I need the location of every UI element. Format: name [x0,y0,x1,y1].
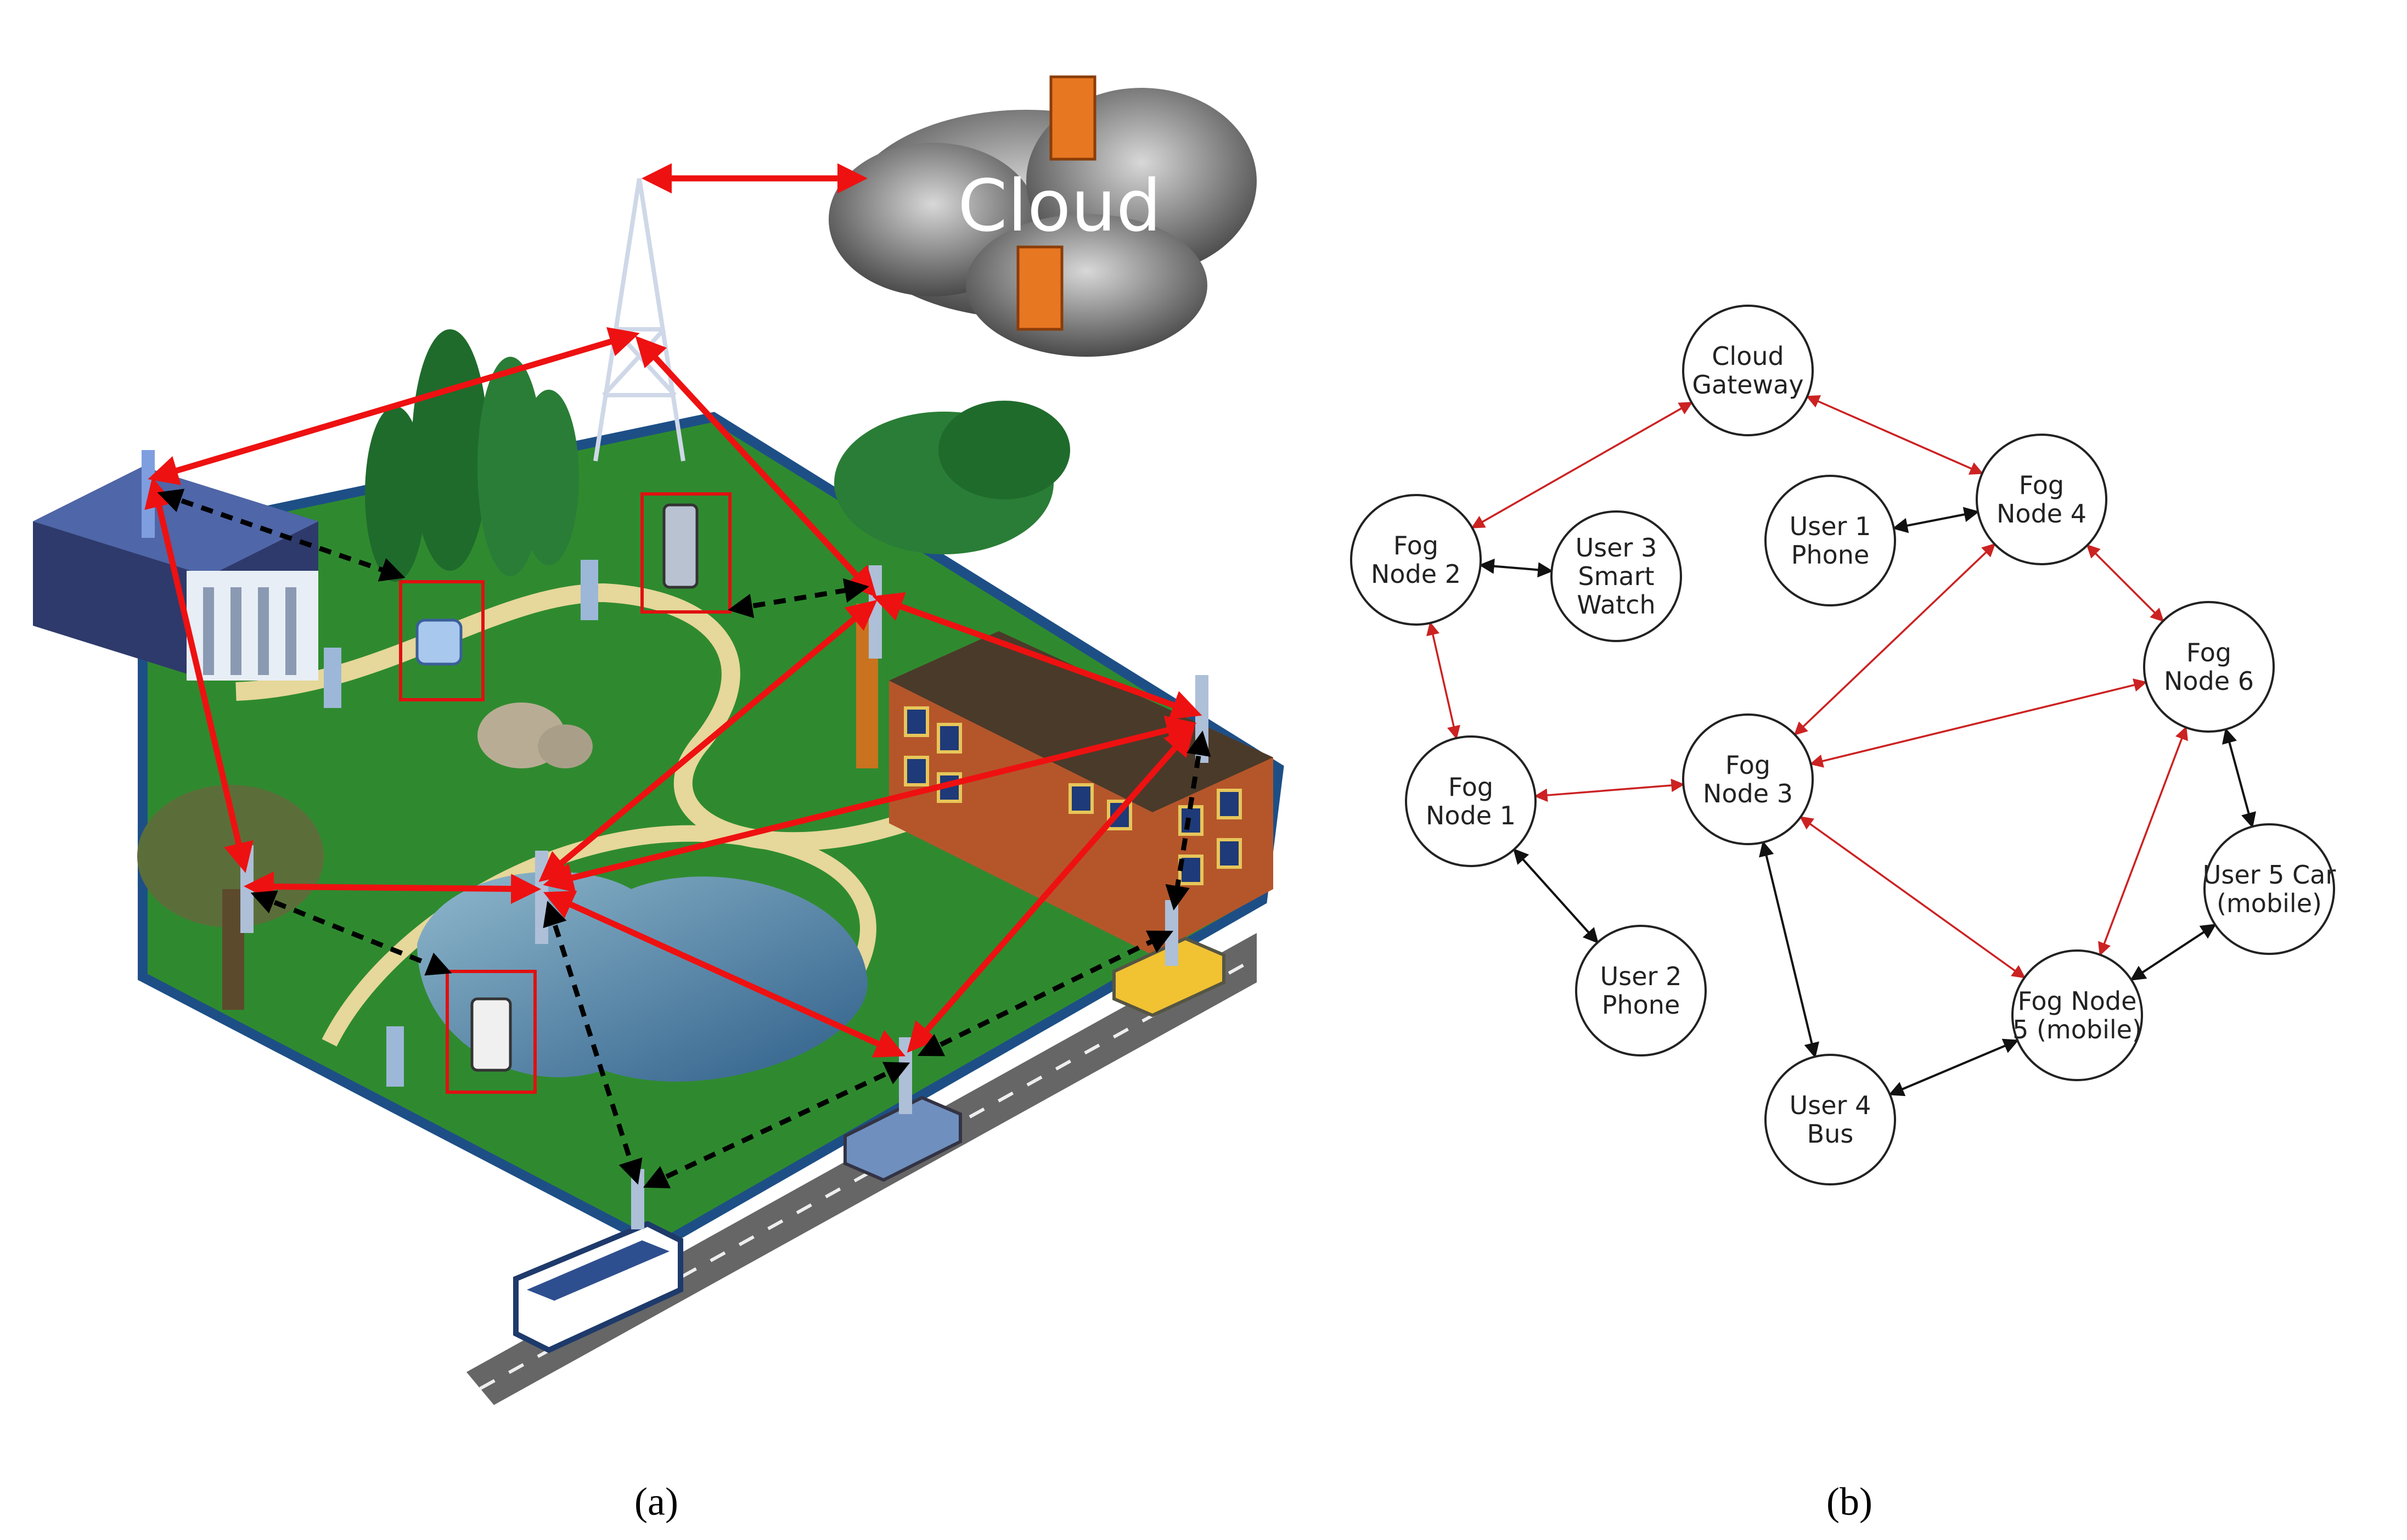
edge-user1-fog4 [1892,507,1979,533]
node-label: User 3 [1576,533,1657,563]
node-label: User 2 [1600,962,1682,991]
panel-a-caption: (a) [634,1480,678,1524]
smartwatch-icon [415,619,463,666]
node-label: Phone [1602,990,1680,1020]
node-circle [1575,925,1707,1056]
node-circle [1550,510,1682,642]
antenna-icon [1195,675,1208,763]
node-label: Smart [1578,561,1654,591]
node-label: Watch [1577,590,1655,620]
smartwatch-callout [399,580,485,701]
node-label: Fog [1393,531,1438,560]
user-link-lines [157,488,1211,1189]
edge-fog2-fog1 [1426,621,1460,740]
node-circle [1976,434,2107,565]
node-circle [2203,823,2335,955]
phone-icon [662,503,699,589]
edge-fog5-user4 [1888,1038,2019,1097]
transmission-tower [593,178,685,462]
tablet-callout [446,970,537,1094]
node-label: Phone [1791,540,1870,570]
node-circle [1764,1054,1896,1185]
node-label: Cloud [1712,341,1784,371]
node-label: Node 3 [1703,779,1793,808]
node-user5: User 5 Car(mobile) [2203,823,2336,955]
node-label: Fog [2186,638,2231,667]
edge-fog1-fog3 [1534,778,1685,802]
person-icon [324,648,341,708]
panel-b-caption: (b) [1826,1480,1872,1524]
edge-fog2-user3 [1478,558,1554,578]
person-icon [386,1026,404,1087]
node-label: Bus [1807,1119,1854,1149]
node-label: Fog [1448,772,1493,802]
edge-cloud-fog2 [1471,401,1693,529]
edge-cloud-fog4 [1806,395,1984,475]
antenna-icon [869,565,882,659]
server-icon [1049,75,1096,161]
cloud-label: Cloud [958,164,1161,248]
node-label: Fog [2019,470,2064,500]
node-label: Node 4 [1997,499,2087,529]
node-circle [2143,601,2275,733]
edge-fog6-user5 [2222,728,2256,828]
antenna-icon [899,1037,912,1114]
node-circle [1350,494,1482,626]
antenna-icon [535,851,548,944]
edge-fog4-fog6 [2086,544,2164,622]
node-label: User 4 [1790,1091,1871,1120]
node-label: 5 (mobile) [2012,1015,2142,1044]
tablet-icon [470,997,512,1072]
edge-user5-fog5 [2130,924,2217,981]
antenna-icon [631,1169,644,1229]
node-circle [1682,713,1814,845]
node-circle [2011,949,2143,1081]
bus-icon [513,1221,683,1353]
fog-link-lines [144,163,1202,1058]
node-label: User 5 Car [2203,860,2336,890]
panel-a-scene: Cloud [33,75,1284,1524]
node-label: Node 2 [1371,559,1461,589]
edge-fog1-user2 [1512,848,1599,944]
node-circle [1405,735,1537,867]
node-circle [1764,475,1896,606]
person-icon [581,560,598,620]
node-circle [1682,305,1814,436]
rock [538,724,593,768]
antenna-icon [142,450,155,538]
node-label: (mobile) [2217,889,2322,918]
server-icon [1016,245,1064,331]
node-label: Node 1 [1426,801,1516,830]
graph-edges [1426,395,2256,1097]
node-label: Gateway [1692,370,1803,400]
node-label: Fog [1725,750,1770,780]
node-label: Node 6 [2164,666,2254,696]
node-label: User 1 [1790,512,1871,541]
edge-fog3-fog5 [1799,816,2026,979]
cloud-icon: Cloud [829,75,1257,357]
edge-fog3-user4 [1759,840,1819,1059]
edge-fog3-fog6 [1809,678,2147,768]
edge-fog6-fog5 [2098,726,2188,956]
node-label: Fog Node [2018,986,2137,1016]
